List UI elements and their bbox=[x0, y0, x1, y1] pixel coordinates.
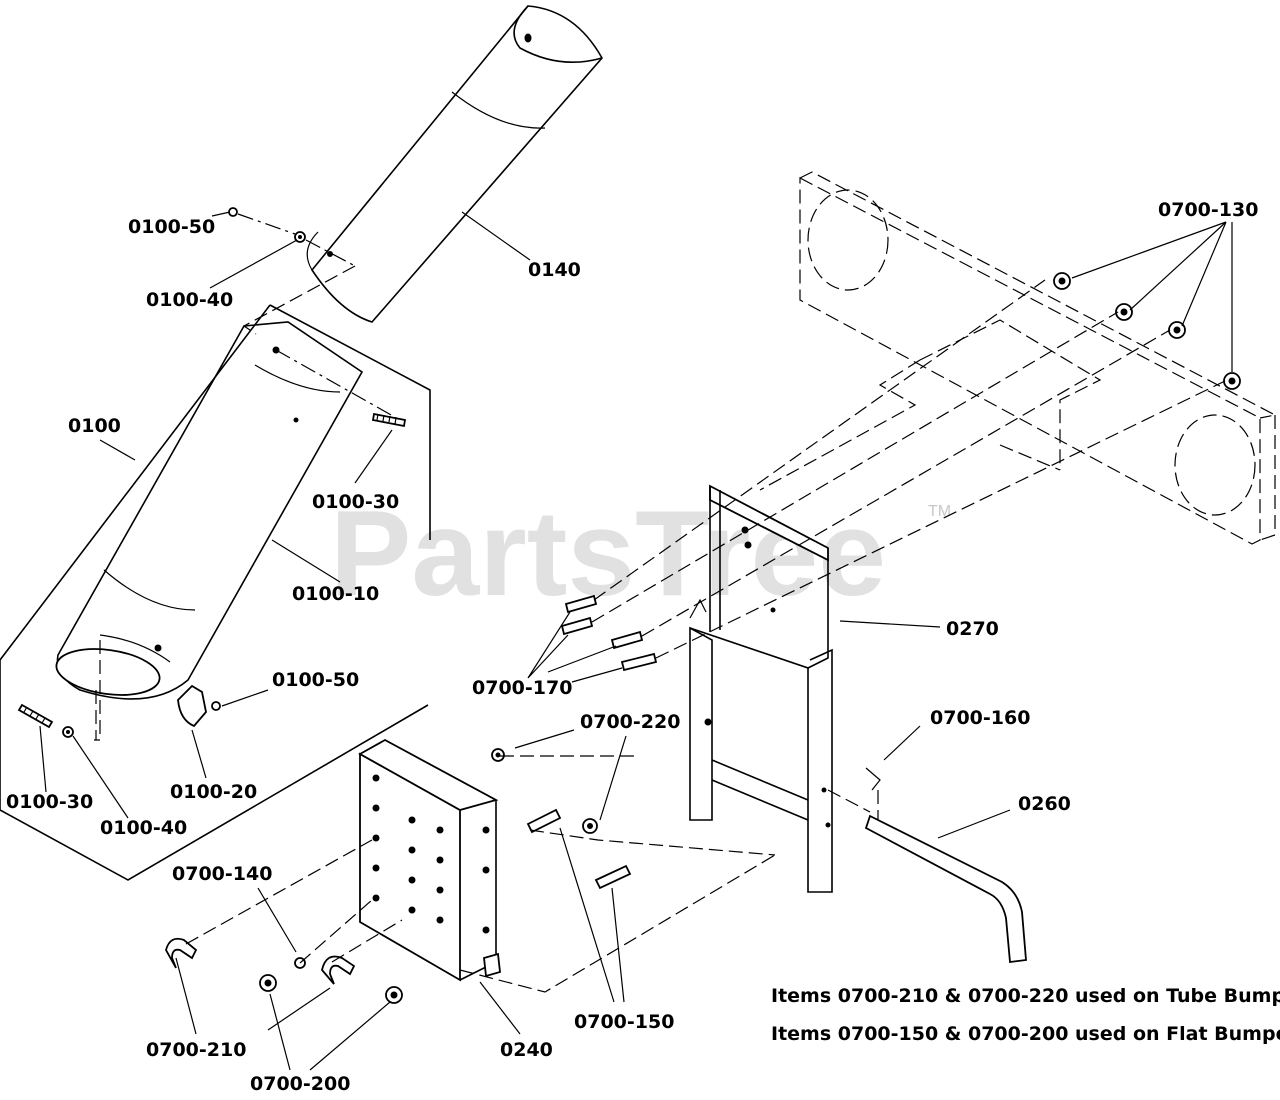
chute-upper-0140 bbox=[306, 5, 603, 323]
chute-group-outline bbox=[0, 304, 431, 881]
label-0700-130: 0700-130 bbox=[1158, 199, 1258, 221]
label-0700-170: 0700-170 bbox=[472, 677, 572, 699]
label-0100-30: 0100-30 bbox=[312, 491, 399, 513]
bumper-plate bbox=[759, 171, 1277, 545]
usage-notes: Items 0700-210 & 0700-220 used on Tube B… bbox=[771, 985, 1280, 1045]
label-0100: 0100 bbox=[68, 415, 121, 437]
label-0700-150: 0700-150 bbox=[574, 1011, 674, 1033]
label-0700-210: 0700-210 bbox=[146, 1039, 246, 1061]
label-0700-160: 0700-160 bbox=[930, 707, 1030, 729]
note-flat-bumper: Items 0700-150 & 0700-200 used on Flat B… bbox=[771, 1023, 1280, 1045]
label-0100-40: 0100-40 bbox=[146, 289, 233, 311]
leader-lines bbox=[39, 211, 1233, 1071]
label-0260: 0260 bbox=[1018, 793, 1071, 815]
chute-lower-0100 bbox=[55, 321, 401, 741]
bracket-0100-20 bbox=[17, 412, 407, 738]
label-0270: 0270 bbox=[946, 618, 999, 640]
watermark: PartsTree TM bbox=[330, 485, 951, 621]
note-tube-bumper: Items 0700-210 & 0700-220 used on Tube B… bbox=[771, 985, 1280, 1007]
label-0240: 0240 bbox=[500, 1039, 553, 1061]
label-0100-10: 0100-10 bbox=[292, 583, 379, 605]
label-0700-220: 0700-220 bbox=[580, 711, 680, 733]
watermark-tm: TM bbox=[928, 503, 951, 520]
bolts-0700-170 bbox=[560, 279, 1226, 672]
label-0100-20: 0100-20 bbox=[170, 781, 257, 803]
label-0140: 0140 bbox=[528, 259, 581, 281]
mount-bracket-0270 bbox=[689, 484, 833, 893]
label-0700-140: 0700-140 bbox=[172, 863, 272, 885]
bumper-bracket-0240 bbox=[358, 738, 501, 982]
label-0100-30-left: 0100-30 bbox=[6, 791, 93, 813]
label-0100-50-lower: 0100-50 bbox=[272, 669, 359, 691]
label-0100-40-lower: 0100-40 bbox=[100, 817, 187, 839]
part-labels: 0100-50 0100-40 0140 0100 0100-30 0100-1… bbox=[6, 199, 1258, 1095]
label-0700-200: 0700-200 bbox=[250, 1073, 350, 1095]
hardware-top-left bbox=[228, 207, 356, 335]
label-0100-50: 0100-50 bbox=[128, 216, 215, 238]
pin-0260 bbox=[827, 767, 1027, 964]
nuts-0700-130 bbox=[1053, 272, 1241, 390]
hardware-bumper bbox=[165, 748, 776, 1004]
watermark-text: PartsTree bbox=[330, 485, 886, 621]
